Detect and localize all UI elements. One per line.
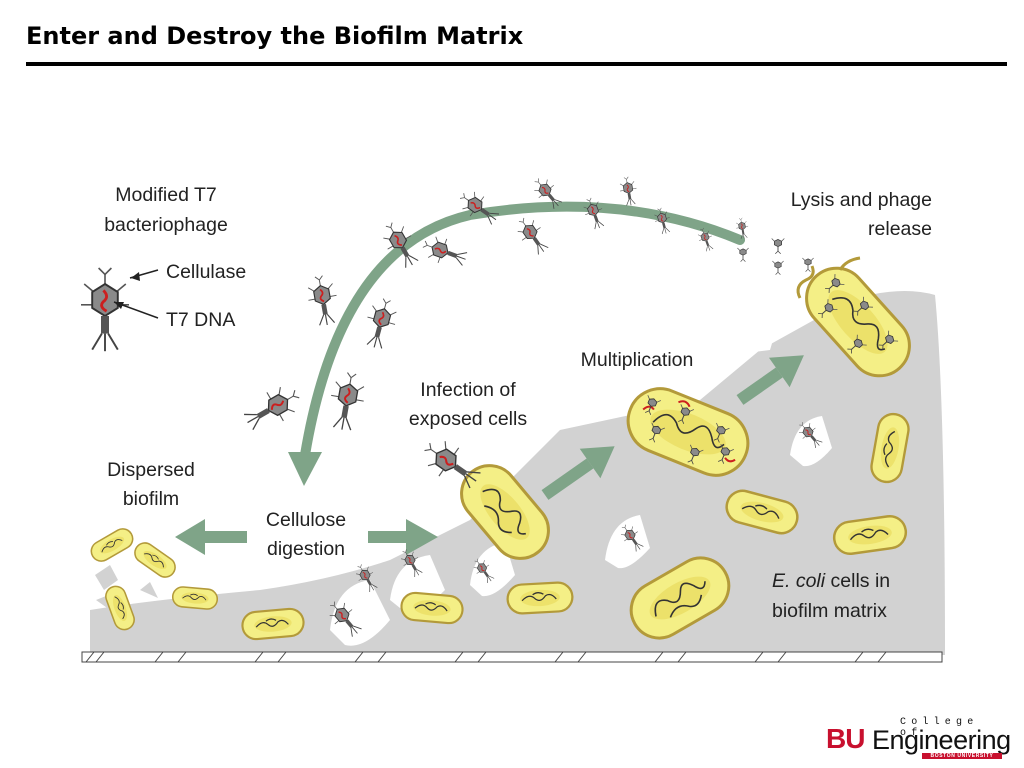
- matrix-channel: [605, 515, 650, 569]
- phage-icon: [324, 369, 370, 434]
- cellulase-label: Cellulase: [166, 261, 246, 283]
- multiplication-to-lysis-arrow: [736, 355, 804, 405]
- infection-label-line1: Infection of: [420, 379, 516, 401]
- logo-college-of-text: College of: [900, 717, 979, 739]
- dispersed-ecoli-cell: [171, 585, 219, 611]
- ecoli-label-rest: cells in: [825, 570, 890, 592]
- phage-icon: [772, 260, 784, 276]
- dispersed-ecoli-cell: [86, 524, 138, 566]
- modified-t7-label-line2: bacteriophage: [104, 214, 228, 236]
- ecoli-cell: [505, 580, 575, 616]
- dispersed-ecoli-cell: [130, 538, 180, 582]
- biofilm-matrix: [90, 291, 945, 655]
- phage-icon: [737, 247, 749, 263]
- dispersion-arrow: [175, 519, 247, 555]
- cellulose-digestion-label-line2: digestion: [267, 538, 345, 560]
- t7-dna-label: T7 DNA: [166, 309, 235, 331]
- phage-icon: [359, 295, 402, 352]
- slide-title: Enter and Destroy the Biofilm Matrix: [26, 22, 524, 50]
- phage-icon: [771, 238, 785, 255]
- ecoli-species-name: E. coli: [772, 570, 826, 592]
- substrate-surface: [81, 651, 943, 663]
- infection-label-line2: exposed cells: [409, 408, 527, 430]
- matrix-channel: [790, 416, 832, 467]
- matrix-channel: [330, 580, 390, 646]
- dispersed-matrix-bits: [95, 565, 158, 610]
- phage-icon: [579, 195, 609, 232]
- title-underline: [26, 62, 1007, 66]
- phage-icon: [303, 272, 343, 329]
- lysis-label-line2: release: [868, 218, 932, 240]
- infection-to-multiplication-arrow: [541, 446, 615, 500]
- modified-t7-label-line1: Modified T7: [115, 184, 217, 206]
- logo-boston-university-bar: BOSTON UNIVERSITY: [922, 753, 1002, 759]
- phage-travel-arrow: [300, 201, 745, 460]
- logo-bu-text: BU: [826, 723, 865, 754]
- modified-t7-phage-icon: [79, 266, 131, 353]
- digestion-arrow: [368, 519, 438, 555]
- bu-engineering-logo: BU Engineering College of BOSTON UNIVERS…: [826, 717, 1011, 759]
- multiplying-ecoli-cell: [626, 387, 750, 477]
- substrate-hatching: [85, 651, 887, 663]
- ecoli-matrix-label-line1: E. coli cells in: [772, 570, 890, 592]
- matrix-channel: [470, 542, 515, 597]
- cellulase-pointer-head: [131, 272, 140, 281]
- lysed-membrane: [796, 265, 815, 299]
- dispersed-biofilm-label-line2: biofilm: [123, 488, 179, 510]
- lysing-ecoli-cell: [805, 266, 911, 378]
- ecoli-cell: [240, 606, 306, 642]
- ecoli-matrix-label-line2: biofilm matrix: [772, 600, 887, 622]
- phage-icon: [238, 378, 307, 438]
- matrix-channel: [690, 300, 785, 360]
- phage-icon: [617, 175, 640, 208]
- logo-engineering-text: Engineering: [872, 725, 1011, 755]
- ecoli-cell: [399, 590, 465, 626]
- dispersed-matrix-fragments: [100, 610, 235, 640]
- phage-travel-arrowhead: [288, 452, 322, 486]
- lysed-membrane: [838, 256, 861, 271]
- cellulose-digestion-label-line1: Cellulose: [266, 509, 346, 531]
- t7-dna-pointer-head: [114, 302, 124, 309]
- phage-icon: [511, 212, 554, 259]
- dispersed-biofilm-label-line1: Dispersed: [107, 459, 195, 481]
- phage-icon: [418, 231, 471, 273]
- multiplication-label: Multiplication: [581, 349, 694, 371]
- lysis-label-line1: Lysis and phage: [791, 189, 932, 211]
